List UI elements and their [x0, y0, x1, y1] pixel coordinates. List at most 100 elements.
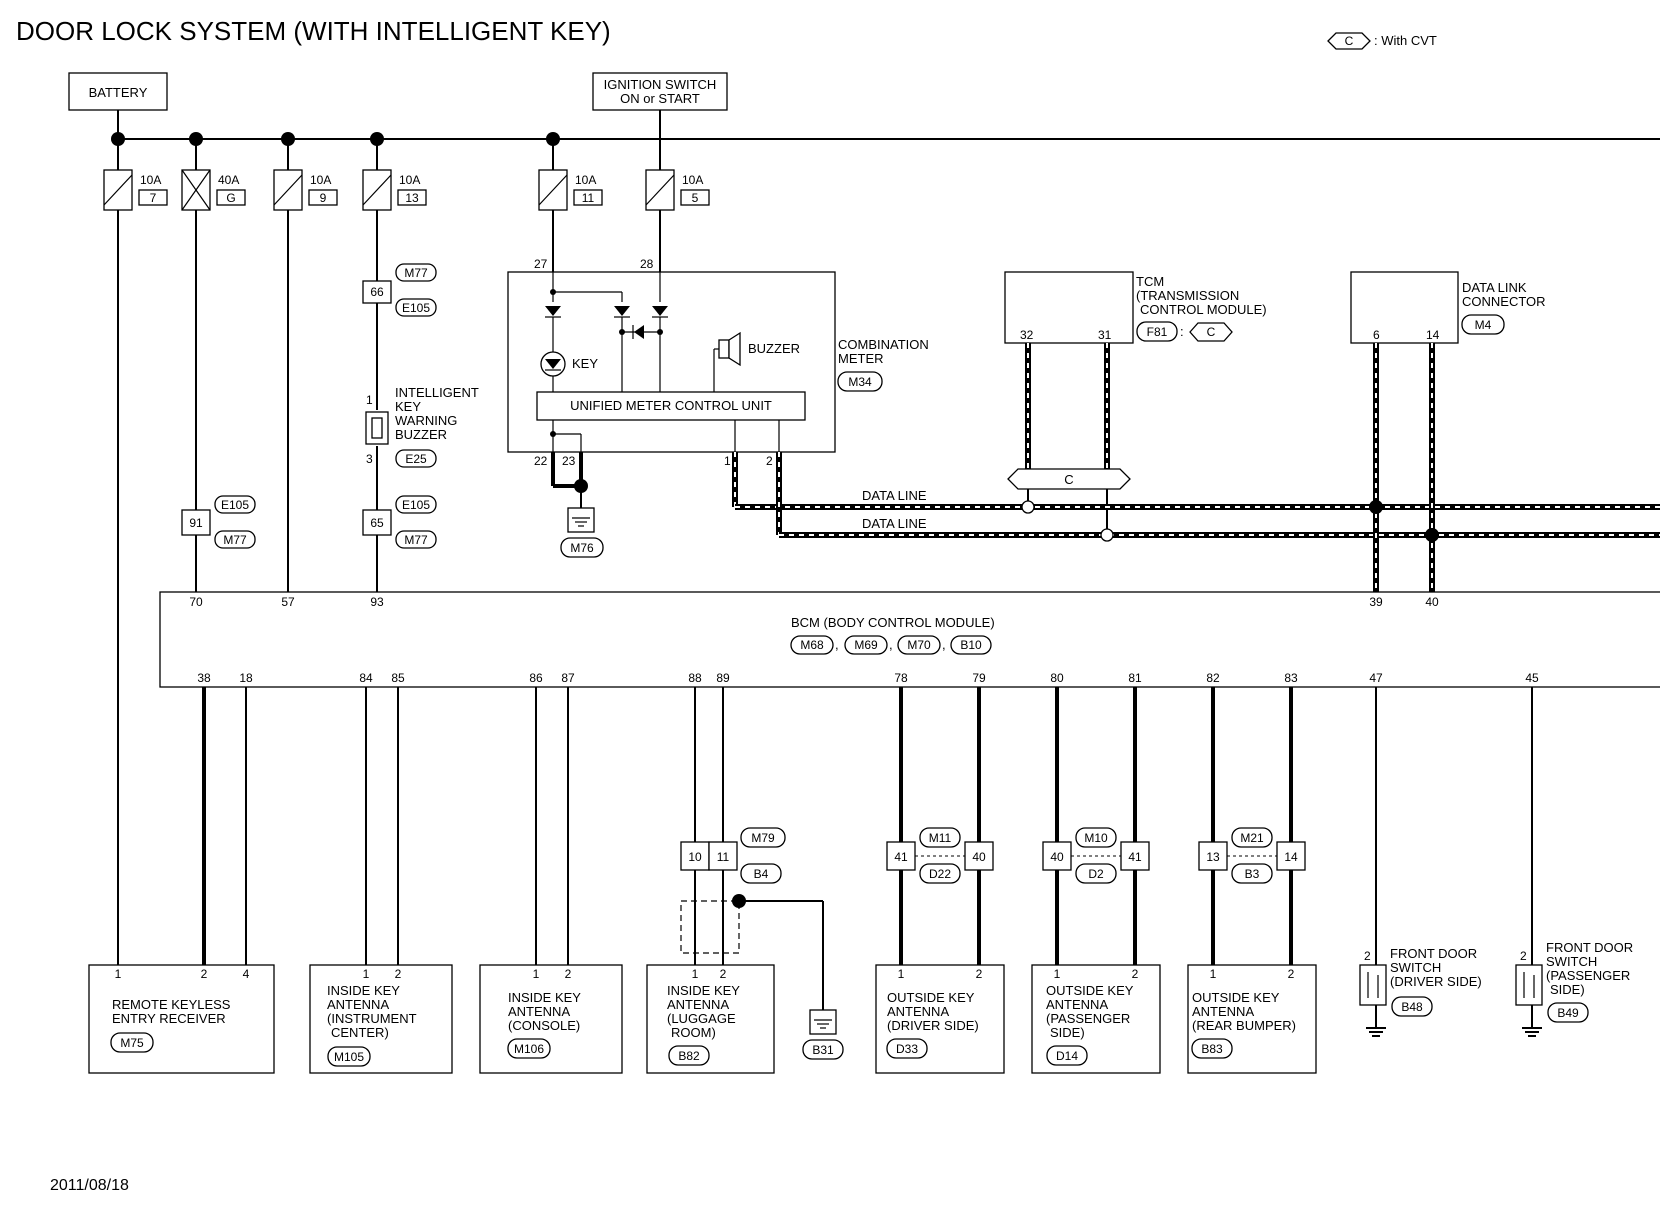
front-door-switch-passenger-side: 2 FRONT DOOR SWITCH (PASSENGER SIDE) B49	[1515, 940, 1633, 1037]
fuse-number: 13	[405, 191, 419, 205]
component-code: B82	[678, 1049, 700, 1063]
component-label-line: (CONSOLE)	[508, 1018, 580, 1033]
pin-label: 2	[766, 454, 773, 468]
pin-label: 1	[115, 967, 122, 981]
outside-key-antenna-passenger-side: 1 2 OUTSIDE KEY ANTENNA (PASSENGER SIDE)…	[1031, 964, 1161, 1074]
fuse-number: G	[226, 191, 235, 205]
legend-text: : With CVT	[1374, 33, 1437, 48]
component-label-line: REMOTE KEYLESS	[112, 997, 231, 1012]
fuse-11: 10A 11	[538, 139, 603, 211]
unified-meter-control-unit	[536, 391, 806, 421]
bcm-pin: 47	[1369, 671, 1383, 685]
bcm-code: M70	[907, 638, 931, 652]
component-label-line: ANTENNA	[667, 997, 729, 1012]
battery-box	[68, 72, 168, 111]
bcm-pin: 88	[688, 671, 702, 685]
connector-code: E105	[402, 301, 430, 315]
fuse-number: 9	[320, 191, 327, 205]
connector-code: B4	[754, 867, 769, 881]
diode-symbol	[614, 306, 630, 316]
splice-dot	[1369, 500, 1383, 514]
date-label: 2011/08/18	[50, 1177, 129, 1194]
separator: ,	[835, 637, 839, 652]
fuse-9: 10A 9	[273, 139, 338, 211]
pin-label: 3	[366, 452, 373, 466]
data-line-can: DATA LINE DATA LINE	[732, 343, 1660, 592]
component-label-line: OUTSIDE KEY	[887, 990, 975, 1005]
pin-label: 1	[692, 967, 699, 981]
component-code: B83	[1201, 1042, 1223, 1056]
pin-label: 2	[201, 967, 208, 981]
component-label-line: INSIDE KEY	[508, 990, 581, 1005]
battery-label: BATTERY	[89, 85, 148, 100]
pin-label: 32	[1020, 328, 1034, 342]
bcm-pin: 45	[1525, 671, 1539, 685]
pin-label: 28	[640, 257, 654, 271]
separator: ,	[942, 637, 946, 652]
remote-keyless-entry-receiver: 1 2 4 REMOTE KEYLESS ENTRY RECEIVER M75	[88, 964, 275, 1074]
connector-pin: 11	[717, 850, 730, 864]
bcm-pin: 87	[561, 671, 575, 685]
fuse-number: 7	[150, 191, 157, 205]
fuse-amps: 10A	[140, 173, 161, 187]
separator: ,	[889, 637, 893, 652]
component-code: B48	[1401, 1000, 1423, 1014]
component-label-line: (PASSENGER	[1546, 968, 1630, 983]
connector-pin: 13	[1206, 850, 1220, 864]
bcm-pin: 40	[1425, 595, 1439, 609]
fuse-number: 11	[582, 191, 595, 205]
component-label-line: (DRIVER SIDE)	[1390, 974, 1482, 989]
cvt-junction-label: C	[1064, 472, 1073, 487]
pin-label: 1	[533, 967, 540, 981]
pin-label: 1	[1054, 967, 1061, 981]
component-label-line: OUTSIDE KEY	[1046, 983, 1134, 998]
combination-meter: 27 28 KEY BUZZER UNIFIED METER CONTROL U…	[507, 257, 929, 468]
bcm-pin: 83	[1284, 671, 1298, 685]
inside-key-antenna-luggage-room: 1 2 INSIDE KEY ANTENNA (LUGGAGE ROOM) B8…	[646, 964, 775, 1074]
pin-label: 1	[1210, 967, 1217, 981]
component-code: D14	[1056, 1049, 1078, 1063]
connector-code: M77	[404, 533, 428, 547]
ignition-line2: ON or START	[620, 91, 700, 106]
bcm-pin: 81	[1128, 671, 1142, 685]
pin-label: 2	[720, 967, 727, 981]
component-label-line: ANTENNA	[1046, 997, 1108, 1012]
pin-label: 14	[1426, 328, 1440, 342]
connector-pin: 40	[1050, 850, 1064, 864]
fuse-5: 10A 5	[645, 169, 710, 211]
component-code: M106	[514, 1042, 544, 1056]
component-label-line: (LUGGAGE	[667, 1011, 736, 1026]
connector-code: M21	[1240, 831, 1264, 845]
connector-91: 91 E105 M77	[181, 495, 256, 549]
junction-dot	[657, 329, 663, 335]
component-label-line: ANTENNA	[508, 1004, 570, 1019]
tcm-label-line: (TRANSMISSION	[1136, 288, 1239, 303]
buzzer-label-line: WARNING	[395, 413, 457, 428]
component-code: M105	[334, 1050, 364, 1064]
fuse-amps: 10A	[399, 173, 420, 187]
dlc-code: M4	[1475, 318, 1492, 332]
component-label-line: ANTENNA	[1192, 1004, 1254, 1019]
pin-label: 1	[898, 967, 905, 981]
pin-label: 22	[534, 454, 548, 468]
connector-pin: 91	[189, 516, 203, 530]
buzzer-code: E25	[405, 452, 427, 466]
bcm-pin: 84	[359, 671, 373, 685]
component-label-line: ANTENNA	[887, 1004, 949, 1019]
component-label-line: CENTER)	[331, 1025, 389, 1040]
ground-code: M76	[570, 541, 594, 555]
connector-pin: 41	[1128, 850, 1142, 864]
component-label-line: SWITCH	[1546, 954, 1597, 969]
bcm-pin: 82	[1206, 671, 1220, 685]
unified-meter-label: UNIFIED METER CONTROL UNIT	[570, 398, 772, 413]
inside-key-antenna-instrument-center: 1 2 INSIDE KEY ANTENNA (INSTRUMENT CENTE…	[309, 964, 453, 1074]
pin-label: 2	[1288, 967, 1295, 981]
page-title: DOOR LOCK SYSTEM (WITH INTELLIGENT KEY)	[16, 16, 611, 46]
connector-code: D2	[1088, 867, 1104, 881]
dlc-label-line2: CONNECTOR	[1462, 294, 1546, 309]
component-label-line: ANTENNA	[327, 997, 389, 1012]
component-label-line: INSIDE KEY	[327, 983, 400, 998]
splice-dot	[1425, 528, 1439, 542]
component-label-line: SIDE)	[1050, 1025, 1085, 1040]
component-label-line: (DRIVER SIDE)	[887, 1018, 979, 1033]
